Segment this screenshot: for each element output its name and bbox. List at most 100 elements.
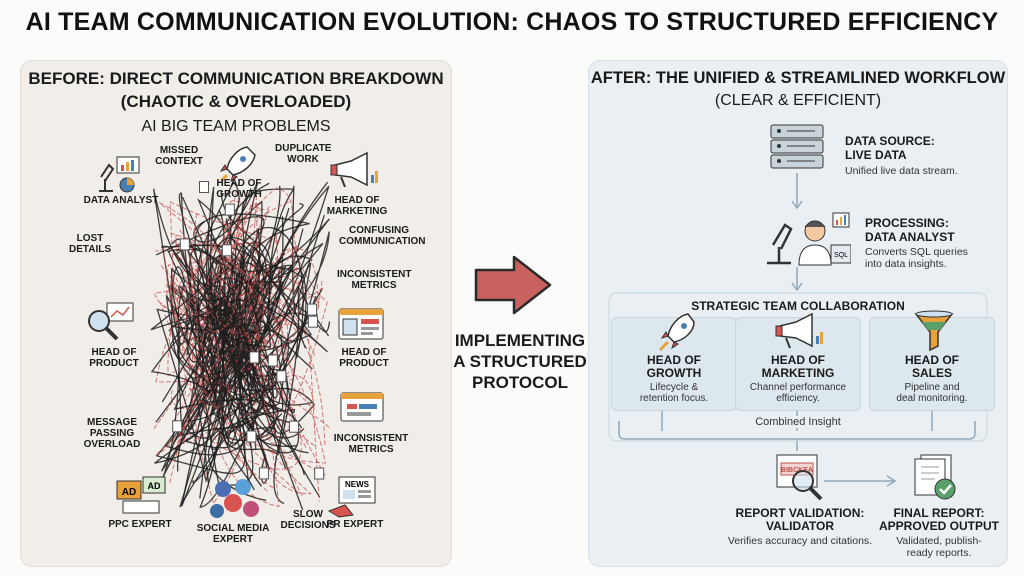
dashboard-icon [338,308,384,340]
card-marketing-desc-2: efficiency. [776,393,820,404]
role-head-of-product-right: HEAD OF PRODUCT [339,347,389,369]
document-icon [199,181,209,193]
megaphone-icon [330,151,378,188]
server-icon [770,124,824,169]
problem-duplicate-work: DUPLICATE WORK [275,143,332,165]
tangle-line [178,279,281,444]
card-growth-desc: Lifecycle &retention focus. [612,382,736,404]
tangle-line [165,294,277,508]
document-icon [221,244,232,257]
card-marketing-title-1: HEAD OF [771,353,825,367]
tangle-line [171,238,329,456]
ad-icon-text-2: AD [148,481,161,491]
role-head-of-marketing: HEAD OF MARKETING [326,195,388,217]
document-icon [267,354,278,367]
validation-title-2: VALIDATOR [766,519,834,533]
before-heading: AI BIG TEAM PROBLEMS [141,118,331,135]
collaboration-title: STRATEGIC TEAM COLLABORATION [691,299,905,313]
source-title-1: DATA SOURCE: [845,134,935,148]
role-social-media-expert: SOCIAL MEDIA EXPERT [196,523,270,545]
final-report-title-1: FINAL REPORT: [893,506,985,520]
role-pr-expert: PR EXPERT [326,519,384,530]
final-report-description-1: Validated, publish- [896,535,982,547]
combined-insight-text: Combined Insight [749,416,847,428]
transition-arrow-icon [474,255,552,315]
analyst-workstation-icon: SQL [767,212,851,266]
tangle-line [156,216,284,403]
stamp-text: BIBCKEA [781,467,813,474]
problem-message-passing-overload: MESSAGE PASSING OVERLOAD [83,417,141,450]
document-icon [314,467,325,480]
card-marketing-title-2: MARKETING [761,366,835,380]
processing-title-2: DATA ANALYST [865,230,955,244]
before-panel: BEFORE: DIRECT COMMUNICATION BREAKDOWN (… [20,60,452,567]
chaos-tangle [150,181,331,510]
final-report-title-2: APPROVED OUTPUT [879,519,1000,533]
processing-description-1: Converts SQL queries [865,246,968,258]
card-growth-desc-1: Lifecycle & [649,382,699,393]
metrics-board-icon [340,392,384,422]
problem-inconsistent-metrics-2: INCONSISTENT METRICS [333,433,409,455]
megaphone-icon [775,312,823,349]
before-title: BEFORE: DIRECT COMMUNICATION BREAKDOWN [28,69,444,88]
after-title: AFTER: THE UNIFIED & STREAMLINED WORKFLO… [590,69,1006,87]
ad-icon-text: AD [122,487,136,498]
transition-line-1: IMPLEMENTING [454,331,586,350]
card-marketing-desc-1: Channel performance [749,382,847,393]
rocket-icon [658,313,695,352]
card-sales-desc-2: deal monitoring. [896,393,968,404]
role-head-of-product-left: HEAD OF PRODUCT [89,347,139,369]
problem-lost-details: LOST DETAILS [68,233,112,255]
document-icon [249,351,260,364]
card-sales-title-1: HEAD OF [905,353,959,367]
ad-icon: AD AD [116,476,166,514]
document-icon [172,420,183,433]
card-sales-title-2: SALES [911,366,952,380]
validator-stamp-icon: BIBCKEA [776,454,823,501]
validation-title-1: REPORT VALIDATION: [735,506,865,520]
tangle-line [167,318,326,446]
document-icon [246,430,257,443]
card-sales-desc-1: Pipeline and [904,382,960,393]
tangle-line [173,226,304,487]
document-icon [276,370,287,383]
processing-description-2: into data insights. [865,258,947,270]
document-icon [179,238,190,251]
problem-slow-decisions: SLOW DECISIONS [280,509,336,531]
after-panel: AFTER: THE UNIFIED & STREAMLINED WORKFLO… [588,60,1008,567]
magnifier-chart-icon [88,302,134,341]
transition-label: IMPLEMENTING A STRUCTURED PROTOCOL [445,330,595,393]
validation-description: Verifies accuracy and citations. [727,535,873,547]
combined-insight-label: Combined Insight [589,416,1007,428]
tangle-line [170,192,280,508]
tangle-line [175,221,301,340]
document-icon [224,203,235,216]
source-description: Unified live data stream. [845,165,958,177]
role-ppc-expert: PPC EXPERT [108,519,172,530]
problem-inconsistent-metrics-1: INCONSISTENT METRICS [337,269,412,291]
news-icon: NEWS [327,476,376,518]
card-growth-title-1: HEAD OF [647,353,701,367]
document-icon [258,467,269,480]
transition-line-3: PROTOCOL [471,373,569,392]
card-growth-desc-2: retention focus. [639,393,709,404]
transition-line-2: A STRUCTURED [453,352,587,371]
data-analyst-icon [99,156,140,193]
page-title: AI TEAM COMMUNICATION EVOLUTION: CHAOS T… [25,8,999,36]
processing-title-1: PROCESSING: [865,216,950,230]
before-subtitle: (CHAOTIC & OVERLOADED) [120,92,352,111]
problem-missed-context: MISSED CONTEXT [155,145,203,167]
tangle-line [158,202,320,502]
final-report-description-2: ready reports. [906,547,972,559]
social-icons [210,479,259,518]
problem-confusing-communication: CONFUSING COMMUNICATION [339,225,426,247]
tangle-line [180,246,328,484]
role-head-of-growth: HEAD OF GROWTH [216,178,262,200]
document-icon [289,420,299,433]
tangle-line [197,253,272,406]
document-icon [307,303,318,316]
